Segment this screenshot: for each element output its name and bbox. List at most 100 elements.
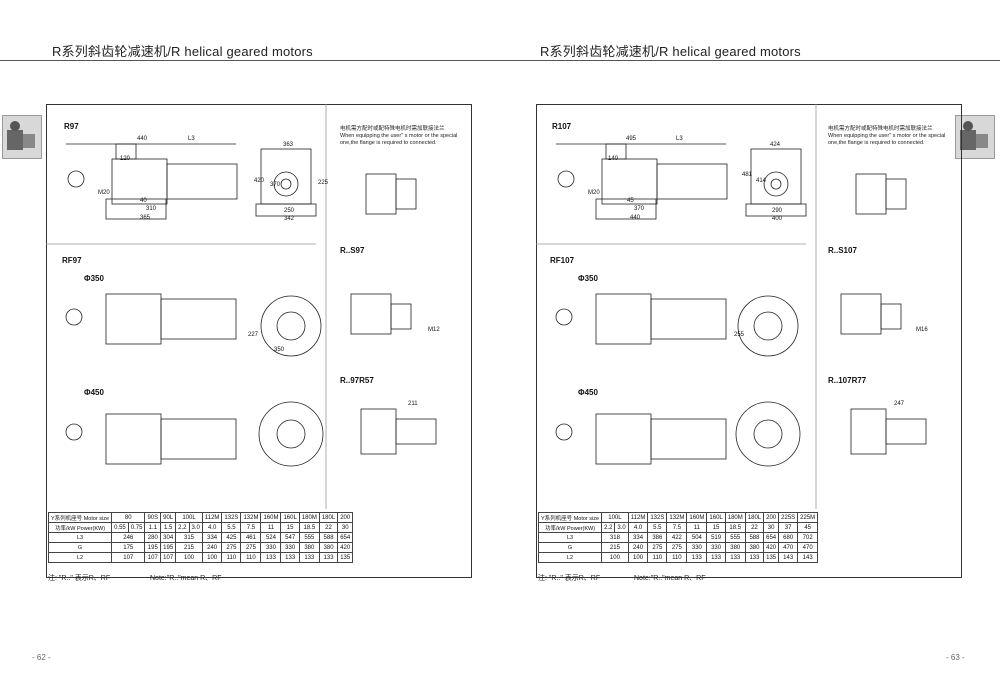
table-cell: 132M	[240, 512, 262, 523]
right-motor-flange-note: 电机需方配时或配特殊电机时需加联接法兰 When equipping the u…	[828, 126, 948, 147]
table-cell: 90S	[144, 512, 162, 523]
right-dim-370: 370	[634, 206, 645, 212]
right-page-title: R系列斜齿轮减速机/R helical geared motors	[540, 44, 801, 59]
table-cell: 45	[797, 522, 819, 533]
table-cell: 588	[744, 532, 765, 543]
right-dim-M20: M20	[588, 190, 600, 196]
right-technical-drawings	[536, 104, 927, 509]
table-cell: 133	[260, 552, 282, 563]
table-cell: 422	[666, 532, 688, 543]
table-cell: 112M	[201, 512, 223, 523]
table-cell: 588	[318, 532, 339, 543]
table-cell: 180L	[744, 512, 765, 523]
table-cell: 225S	[778, 512, 799, 523]
table-cell: 100L	[601, 512, 629, 523]
table-row: 功率/kW Power(KW) 2.2 3.0 4.0 5.5 7.5 11 1…	[537, 522, 819, 533]
right-note-cn: 电机需方配时或配特殊电机时需加联接法兰	[828, 126, 933, 132]
left-dim-370: 370	[270, 182, 281, 188]
table-cell: 240	[627, 542, 649, 553]
left-motor-flange-note: 电机需方配时或配特殊电机时需加联接法兰 When equipping the u…	[340, 126, 460, 147]
left-spec-table: Y系列机座号 Motor size 80 90S 90L 100L 112M 1…	[47, 512, 354, 563]
table-cell: 107	[160, 552, 177, 563]
table-cell: 160M	[260, 512, 282, 523]
table-cell: 功率/kW Power(KW)	[47, 522, 113, 533]
table-cell: 425	[221, 532, 242, 543]
table-cell: 195	[160, 542, 177, 553]
table-cell: 15	[706, 522, 726, 533]
table-cell: 275	[221, 542, 242, 553]
table-cell: 11	[686, 522, 708, 533]
left-gearmotor-thumbnail-icon	[2, 115, 42, 159]
table-cell: 3.0	[614, 522, 629, 533]
table-cell: 133	[724, 552, 746, 563]
table-cell: 200	[337, 512, 354, 523]
right-footnote-cn: 注: "R.." 表示R、RF	[538, 575, 601, 582]
table-cell: 246	[111, 532, 146, 543]
left-technical-drawings	[46, 104, 437, 509]
table-cell: 3.0	[188, 522, 203, 533]
right-model-label-flange: RF107	[550, 256, 575, 265]
table-cell: 519	[706, 532, 726, 543]
left-footnote-en: Note:"R.."mean R、RF	[150, 575, 222, 582]
table-cell: 15	[280, 522, 300, 533]
table-row: L3 246 280 304 315 334 425 461 524 547 5…	[47, 532, 354, 543]
table-cell: 180M	[724, 512, 746, 523]
table-cell: 133	[318, 552, 339, 563]
right-dim-424: 424	[770, 142, 781, 148]
table-cell: 555	[298, 532, 320, 543]
table-cell: 37	[778, 522, 799, 533]
left-model-label-flange: RF97	[62, 256, 82, 265]
right-dim-481: 481	[742, 172, 753, 178]
table-cell: 7.5	[240, 522, 262, 533]
table-cell: 304	[160, 532, 177, 543]
table-cell: 22	[744, 522, 765, 533]
table-cell: 334	[627, 532, 649, 543]
left-dim-225: 225	[318, 180, 329, 186]
table-cell: 386	[647, 532, 668, 543]
table-cell: 1.1	[144, 522, 162, 533]
table-cell: 654	[337, 532, 354, 543]
left-footnote-cn: 注: "R.." 表示R、RF	[48, 575, 111, 582]
right-drawing-frame	[536, 104, 962, 578]
left-dim-M20: M20	[98, 190, 110, 196]
table-cell: 180L	[318, 512, 339, 523]
table-cell: Y系列机座号 Motor size	[47, 512, 113, 523]
left-dim-342: 342	[284, 216, 295, 222]
right-page-number: - 63 -	[946, 653, 965, 662]
table-cell: Y系列机座号 Motor size	[537, 512, 603, 523]
right-header-rule	[500, 60, 1000, 61]
table-cell: 22	[318, 522, 339, 533]
left-dim-227: 227	[248, 332, 259, 338]
table-cell: 315	[175, 532, 203, 543]
table-row: Y系列机座号 Motor size 80 90S 90L 100L 112M 1…	[47, 512, 354, 523]
table-cell: 195	[144, 542, 162, 553]
left-dim-L3: L3	[188, 136, 195, 142]
table-cell: 160L	[706, 512, 726, 523]
table-cell: 461	[240, 532, 262, 543]
table-cell: 330	[686, 542, 708, 553]
table-cell: 1.5	[160, 522, 177, 533]
table-cell: 380	[298, 542, 320, 553]
table-cell: 275	[240, 542, 262, 553]
left-dim-211: 211	[408, 401, 418, 407]
left-side2-label: R..97R57	[340, 376, 374, 385]
table-cell: 30	[337, 522, 354, 533]
right-side1-label: R..S107	[828, 246, 857, 255]
table-cell: G	[537, 542, 603, 553]
table-cell: 133	[744, 552, 765, 563]
table-cell: 4.0	[201, 522, 223, 533]
table-cell: 5.5	[647, 522, 668, 533]
table-cell: 420	[763, 542, 780, 553]
right-flange-b-label: Φ450	[578, 388, 598, 397]
table-cell: 107	[111, 552, 146, 563]
table-cell: 175	[111, 542, 146, 553]
table-cell: 112M	[627, 512, 649, 523]
table-cell: 334	[201, 532, 223, 543]
right-dim-400: 400	[772, 216, 783, 222]
table-cell: G	[47, 542, 113, 553]
table-cell: 215	[175, 542, 203, 553]
table-cell: 100	[175, 552, 203, 563]
table-cell: 110	[647, 552, 668, 563]
left-dim-250: 250	[284, 208, 295, 214]
table-cell: 275	[647, 542, 668, 553]
